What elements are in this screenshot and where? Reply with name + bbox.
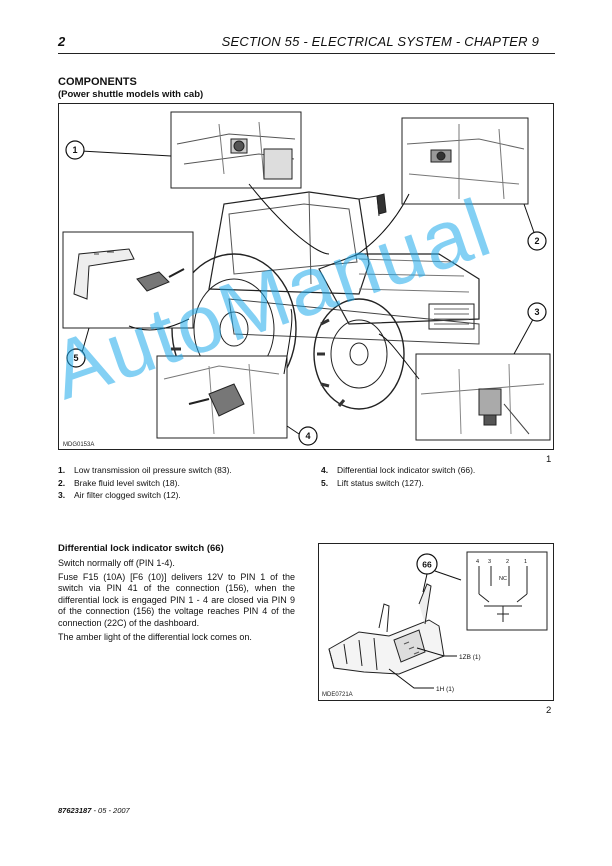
pin-label: 1 — [524, 559, 527, 565]
diff-lock-paragraph: The amber light of the differential lock… — [58, 631, 252, 642]
legend-item: 1.Low transmission oil pressure switch (… — [58, 465, 232, 475]
callout-4: 4 — [305, 431, 310, 441]
page-header: 2 SECTION 55 - ELECTRICAL SYSTEM - CHAPT… — [58, 34, 555, 52]
page-footer: 87623187 - 05 - 2007 — [58, 806, 130, 815]
figure2-number: 2 — [546, 705, 552, 716]
tractor-illustration: 1 2 3 4 5 — [62, 111, 551, 446]
legend-item: 4.Differential lock indicator switch (66… — [321, 465, 476, 475]
wire-label-1zb: 1ZB (1) — [459, 654, 481, 661]
figure1-number: 1 — [546, 454, 552, 465]
legend-left: 1.Low transmission oil pressure switch (… — [58, 464, 232, 502]
page-number: 2 — [58, 34, 66, 49]
components-heading: COMPONENTS — [58, 76, 137, 88]
pin-label: 2 — [506, 559, 509, 565]
callout-66: 66 — [422, 560, 432, 570]
legend-item: 2.Brake fluid level switch (18). — [58, 477, 180, 488]
connector-figure: 4 3 2 1 NC 66 1ZB (1) 1H (1) MDE0721A — [318, 543, 554, 701]
legend-item: 5.Lift status switch (127). — [321, 477, 424, 488]
components-subheading: (Power shuttle models with cab) — [58, 89, 204, 100]
callout-5: 5 — [73, 353, 78, 363]
tractor-components-figure: 1 2 3 4 5 MDG0153A — [58, 103, 554, 450]
figure1-code: MDG0153A — [63, 442, 95, 448]
wire-label-1h: 1H (1) — [436, 686, 454, 693]
figure2-code: MDE0721A — [322, 692, 353, 698]
callout-2: 2 — [534, 236, 539, 246]
callout-3: 3 — [534, 307, 539, 317]
connector-illustration: 4 3 2 1 NC 66 1ZB (1) 1H (1) — [328, 551, 548, 693]
legend-item: 3.Air filter clogged switch (12). — [58, 490, 181, 500]
document-date: - 05 - 2007 — [91, 806, 130, 815]
diff-lock-paragraph: Fuse F15 (10A) [F6 (10)] delivers 12V to… — [58, 571, 295, 628]
pin-label: 3 — [488, 559, 491, 565]
legend-right: 4.Differential lock indicator switch (66… — [321, 464, 475, 489]
pin-label: 4 — [476, 559, 479, 565]
document-number: 87623187 — [58, 806, 92, 815]
section-title: SECTION 55 - ELECTRICAL SYSTEM - CHAPTER… — [221, 34, 539, 49]
header-divider — [58, 53, 555, 54]
callout-1: 1 — [72, 145, 77, 155]
diff-lock-paragraph: Switch normally off (PIN 1-4). — [58, 558, 175, 568]
diff-lock-heading: Differential lock indicator switch (66) — [58, 543, 224, 554]
nc-label: NC — [499, 576, 507, 582]
diff-lock-body: Switch normally off (PIN 1-4). Fuse F15 … — [58, 558, 295, 645]
